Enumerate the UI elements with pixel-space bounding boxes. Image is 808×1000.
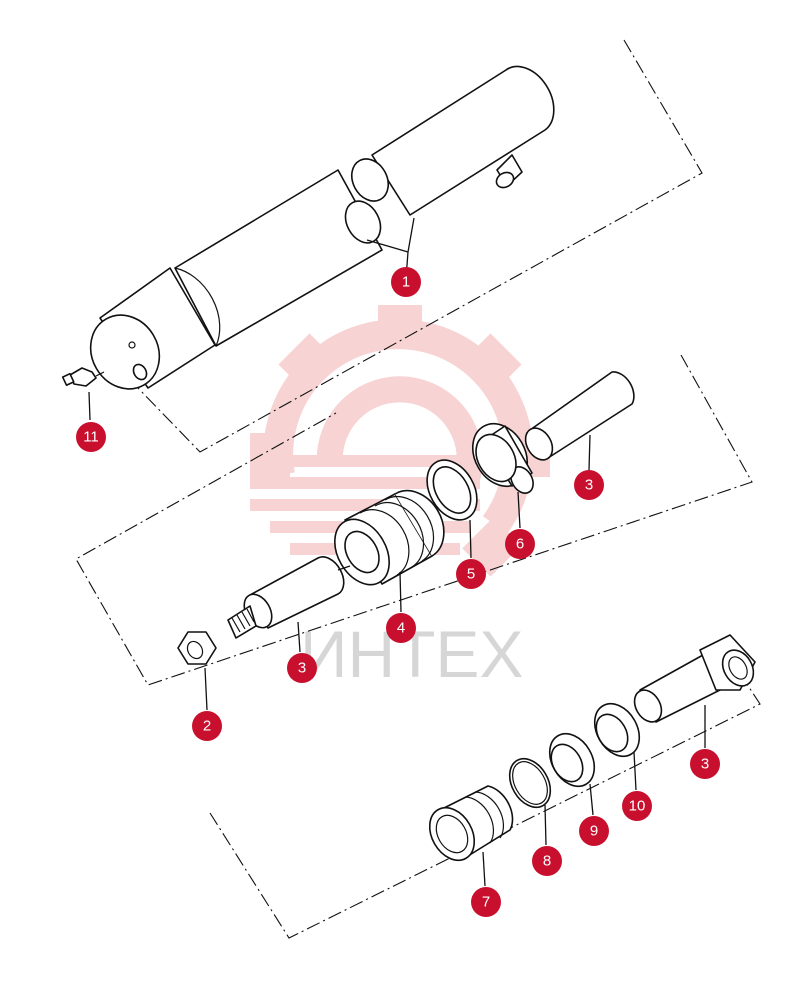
callout-11: 11 [76, 422, 106, 452]
part-10-wiper [593, 702, 641, 758]
leader-2 [204, 667, 208, 711]
leader-11 [88, 391, 91, 421]
leader-10 [633, 751, 637, 791]
svg-text:2: 2 [203, 718, 211, 735]
svg-text:1: 1 [402, 274, 410, 291]
callout-6: 6 [505, 529, 535, 559]
part-9-bushing [548, 732, 596, 788]
callout-5: 5 [456, 559, 486, 589]
leader-5 [469, 519, 472, 559]
callout-10: 10 [622, 791, 652, 821]
leader-3a [588, 434, 591, 471]
part-8-o-ring [508, 757, 552, 809]
svg-text:3: 3 [701, 756, 709, 773]
callout-9: 9 [579, 816, 609, 846]
part-3-rod-upper [524, 371, 635, 461]
svg-text:6: 6 [516, 536, 524, 553]
callout-3-middle: 3 [287, 653, 317, 683]
part-3-rod-eye [633, 634, 756, 723]
leader-6 [517, 491, 521, 529]
svg-text:3: 3 [585, 477, 593, 494]
part-1-cylinder [89, 65, 555, 390]
svg-text:10: 10 [629, 798, 646, 815]
svg-text:8: 8 [543, 853, 551, 870]
part-5-seal [426, 459, 478, 521]
leader-3b [297, 621, 301, 653]
part-2-hex-nut [177, 631, 217, 665]
leader-7 [482, 851, 486, 887]
callout-7: 7 [471, 887, 501, 917]
part-6-guide-bushing [471, 423, 534, 494]
frame-top [137, 39, 703, 453]
svg-text:11: 11 [83, 429, 99, 446]
leader-9 [589, 783, 594, 816]
svg-text:9: 9 [590, 823, 598, 840]
part-7-gland [428, 785, 514, 862]
callout-2: 2 [192, 711, 222, 741]
part-11-grease-nipple [61, 367, 105, 387]
svg-text:3: 3 [298, 660, 306, 677]
callout-8: 8 [532, 846, 562, 876]
frame-middle [75, 354, 753, 686]
callout-4: 4 [386, 613, 416, 643]
callout-3-upper: 3 [574, 470, 604, 500]
svg-text:5: 5 [467, 566, 475, 583]
leader-8 [544, 804, 547, 846]
callout-1: 1 [391, 267, 421, 297]
svg-text:7: 7 [482, 894, 490, 911]
part-3-rod-threaded [227, 556, 351, 639]
part-4-piston [334, 489, 445, 586]
leader-4 [399, 571, 402, 613]
callout-3-lower: 3 [690, 749, 720, 779]
svg-text:4: 4 [397, 620, 405, 637]
